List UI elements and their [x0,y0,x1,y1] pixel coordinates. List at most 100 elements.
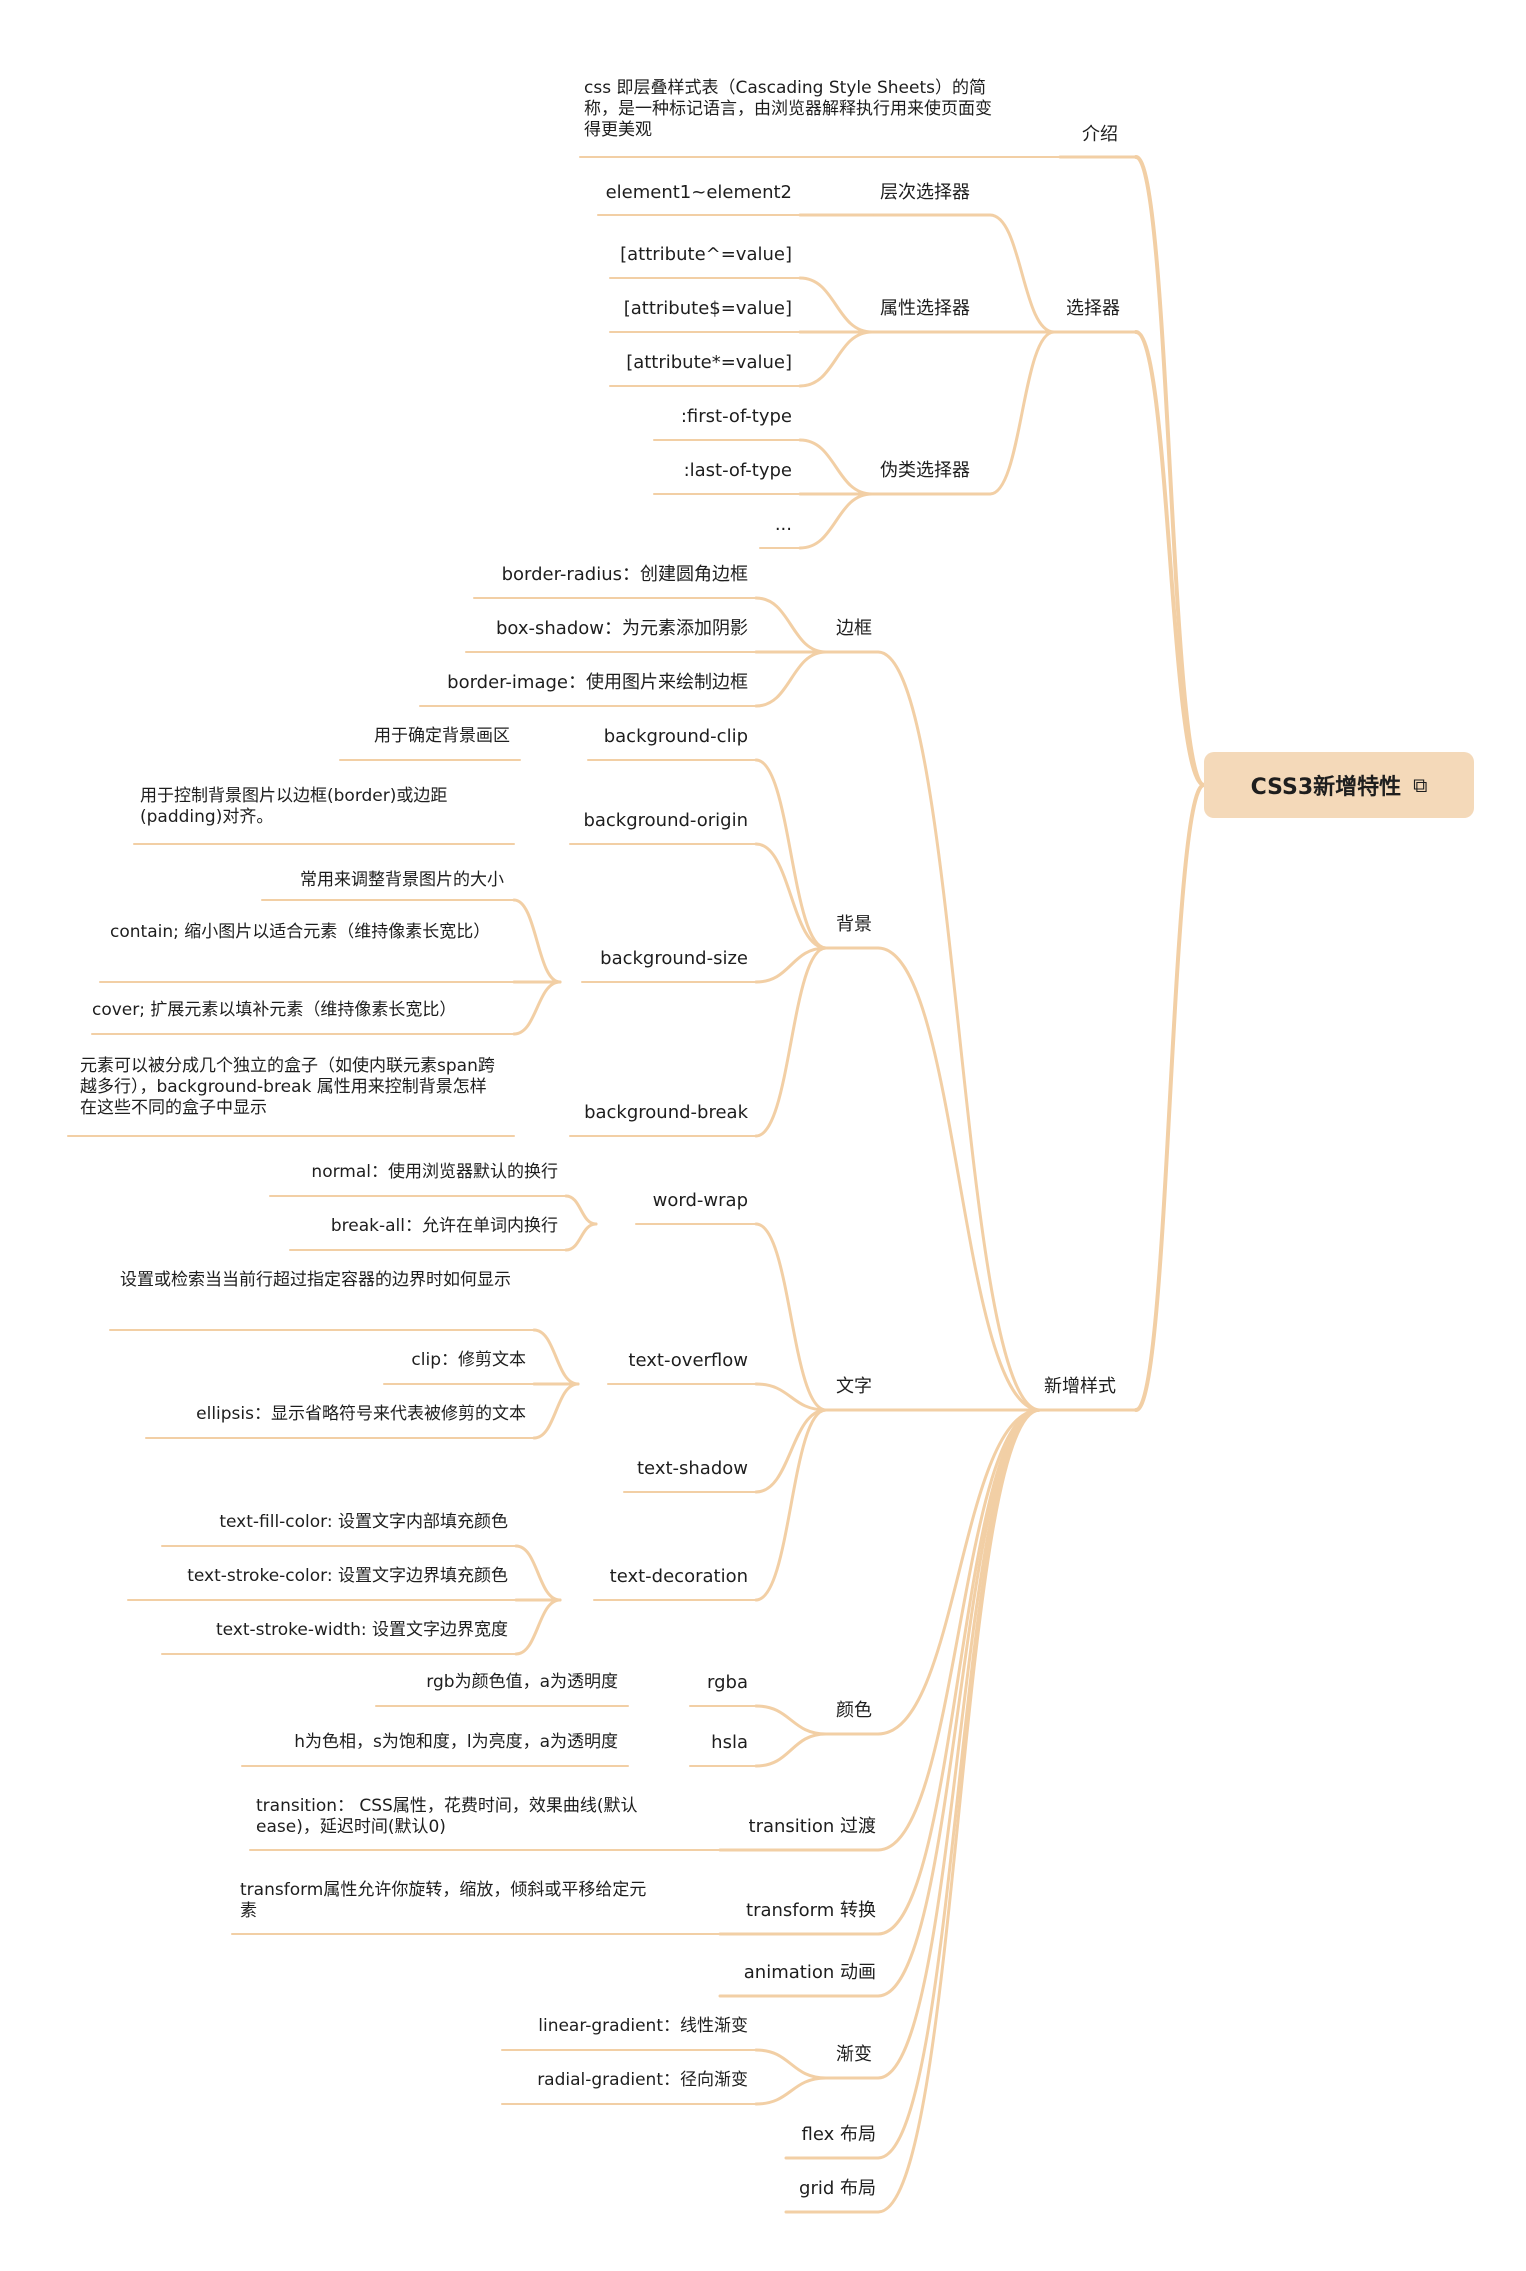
text-decoration-node[interactable]: text-decoration [609,1566,748,1587]
animation-node[interactable]: animation 动画 [743,1962,876,1983]
color-node[interactable]: 颜色 [836,1700,872,1721]
connector-line [988,213,1056,334]
connector-line [754,946,828,1138]
attr-selector-node[interactable]: 属性选择器 [880,298,970,319]
gradient-item: linear-gradient：线性渐变 [538,2016,748,2036]
connector-line [1134,155,1206,787]
word-wrap-node[interactable]: word-wrap [652,1190,748,1211]
intro-desc: css 即层叠样式表（Cascading Style Sheets）的简称，是一… [584,78,992,140]
grid-node[interactable]: grid 布局 [799,2178,876,2199]
connector-line [754,1222,828,1412]
hsla-desc: h为色相，s为饱和度，l为亮度，a为透明度 [294,1732,618,1752]
pseudo-selector-item: ... [774,514,792,535]
text-overflow-node[interactable]: text-overflow [628,1350,748,1371]
connector-line [876,1408,1042,1936]
text-node[interactable]: 文字 [836,1376,872,1397]
background-size-item: cover; 扩展元素以填补元素（维持像素长宽比） [92,1000,457,1020]
text-shadow-node[interactable]: text-shadow [637,1458,748,1479]
connector-line [514,1544,562,1602]
background-size-node[interactable]: background-size [600,948,748,969]
gradient-item: radial-gradient：径向渐变 [537,2070,748,2090]
word-wrap-item: normal：使用浏览器默认的换行 [311,1162,558,1182]
background-break-desc: 元素可以被分成几个独立的盒子（如使内联元素span跨越多行），backgroun… [80,1056,495,1118]
connector-line [754,596,828,654]
connector-line [532,1382,580,1440]
connector-line [876,1408,1042,1736]
background-clip-desc: 用于确定背景画区 [374,726,510,746]
connector-line [754,1408,828,1602]
connector-line [798,438,874,496]
connector-line [754,2076,828,2106]
external-link-icon[interactable]: ⧉ [1413,773,1428,797]
background-origin-node[interactable]: background-origin [583,810,748,831]
background-break-node[interactable]: background-break [584,1102,748,1123]
text-decoration-item: text-stroke-width: 设置文字边界宽度 [215,1620,508,1640]
connector-line [876,1408,1042,2214]
word-wrap-item: break-all：允许在单词内换行 [330,1216,558,1236]
background-size-item: contain; 缩小图片以适合元素（维持像素长宽比） [110,922,491,942]
connector-line [1134,783,1206,1412]
rgba-desc: rgb为颜色值，a为透明度 [426,1672,618,1692]
text-overflow-item: ellipsis：显示省略符号来代表被修剪的文本 [196,1404,526,1424]
background-size-item: 常用来调整背景图片的大小 [300,870,504,890]
connector-line [876,1408,1042,2160]
connector-line [754,842,828,950]
connector-line [754,2048,828,2080]
selector-node[interactable]: 选择器 [1066,298,1120,319]
level-selector-item: element1~element2 [605,182,792,203]
connector-line [798,330,874,388]
text-decoration-item: text-fill-color: 设置文字内部填充颜色 [219,1512,508,1532]
transition-node[interactable]: transition 过渡 [748,1816,876,1837]
pseudo-selector-node[interactable]: 伪类选择器 [880,460,970,481]
gradient-node[interactable]: 渐变 [836,2044,872,2065]
connector-line [754,650,828,708]
root-node[interactable]: CSS3新增特性 ⧉ [1204,752,1474,818]
connector-line [754,1408,828,1494]
rgba-node[interactable]: rgba [707,1672,748,1693]
attr-selector-item: [attribute^=value] [620,244,792,265]
background-clip-node[interactable]: background-clip [603,726,748,747]
styles-node[interactable]: 新增样式 [1044,1376,1116,1397]
connector-line [876,946,1042,1412]
attr-selector-item: [attribute$=value] [623,298,792,319]
pseudo-selector-item: :first-of-type [680,406,792,427]
connector-line [798,276,874,334]
connector-line [754,1704,828,1736]
connector-line [876,1408,1042,1852]
connector-line [512,898,562,984]
intro-node[interactable]: 介绍 [1082,124,1118,145]
text-overflow-item: clip：修剪文本 [411,1350,526,1370]
text-decoration-item: text-stroke-color: 设置文字边界填充颜色 [187,1566,508,1586]
connector-line [564,1194,598,1226]
connector-line [876,1408,1042,1998]
connector-line [512,980,562,1036]
pseudo-selector-item: :last-of-type [683,460,792,481]
border-item: box-shadow：为元素添加阴影 [495,618,748,639]
hsla-node[interactable]: hsla [711,1732,748,1753]
connector-line [988,330,1056,496]
connector-line [754,946,828,984]
transform-desc: transform属性允许你旋转，缩放，倾斜或平移给定元素 [240,1880,647,1921]
connector-line [1134,330,1206,787]
connector-line [798,492,874,550]
flex-node[interactable]: flex 布局 [801,2124,876,2145]
connector-line [754,1732,828,1768]
text-overflow-item: 设置或检索当当前行超过指定容器的边界时如何显示 [120,1270,511,1290]
attr-selector-item: [attribute*=value] [626,352,792,373]
background-node[interactable]: 背景 [836,914,872,935]
background-origin-desc: 用于控制背景图片以边框(border)或边距(padding)对齐。 [140,786,448,827]
connector-line [532,1328,580,1386]
root-label: CSS3新增特性 [1250,775,1402,800]
connector-line [564,1222,598,1252]
connector-line [876,650,1042,1412]
border-node[interactable]: 边框 [836,618,872,639]
connector-line [754,1382,828,1412]
border-item: border-radius：创建圆角边框 [501,564,748,585]
connector-line [514,1598,562,1656]
transform-node[interactable]: transform 转换 [746,1900,876,1921]
level-selector-node[interactable]: 层次选择器 [880,182,970,203]
border-item: border-image：使用图片来绘制边框 [447,672,748,693]
transition-desc: transition： CSS属性，花费时间，效果曲线(默认ease)，延迟时间… [256,1796,638,1837]
connector-line [754,758,828,950]
